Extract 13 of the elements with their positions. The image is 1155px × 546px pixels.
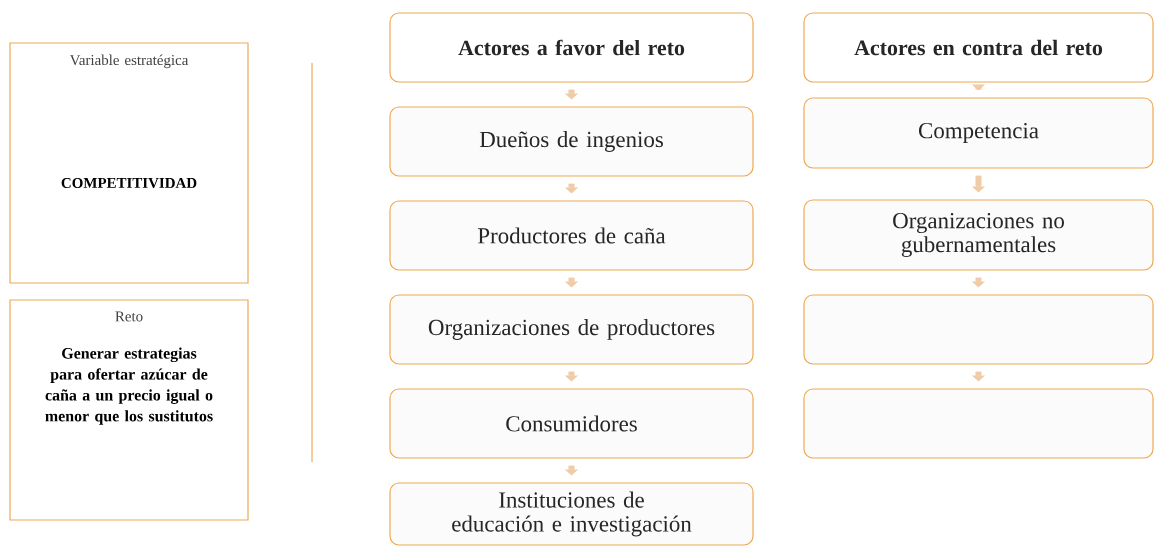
process-box: Organizaciones no gubernamentales xyxy=(803,199,1154,271)
process-box: Productores de caña xyxy=(389,200,754,271)
process-box: Consumidores xyxy=(389,388,754,459)
text-box: Variable estratégica COMPETITIVIDAD xyxy=(9,42,249,284)
header-box: Actores en contra del reto xyxy=(803,12,1154,83)
text-box: Reto Generar estrategias para ofertar azúcar de caña a un precio igual o menor que los sustitutos xyxy=(9,299,249,521)
process-box: Competencia xyxy=(803,97,1154,169)
header-box: Actores a favor del reto xyxy=(389,12,754,83)
empty-box xyxy=(803,294,1154,365)
process-box: Dueños de ingenios xyxy=(389,106,754,177)
process-box: Instituciones de educación e investigación xyxy=(389,482,754,546)
empty-box xyxy=(803,388,1154,459)
process-box: Organizaciones de productores xyxy=(389,294,754,365)
